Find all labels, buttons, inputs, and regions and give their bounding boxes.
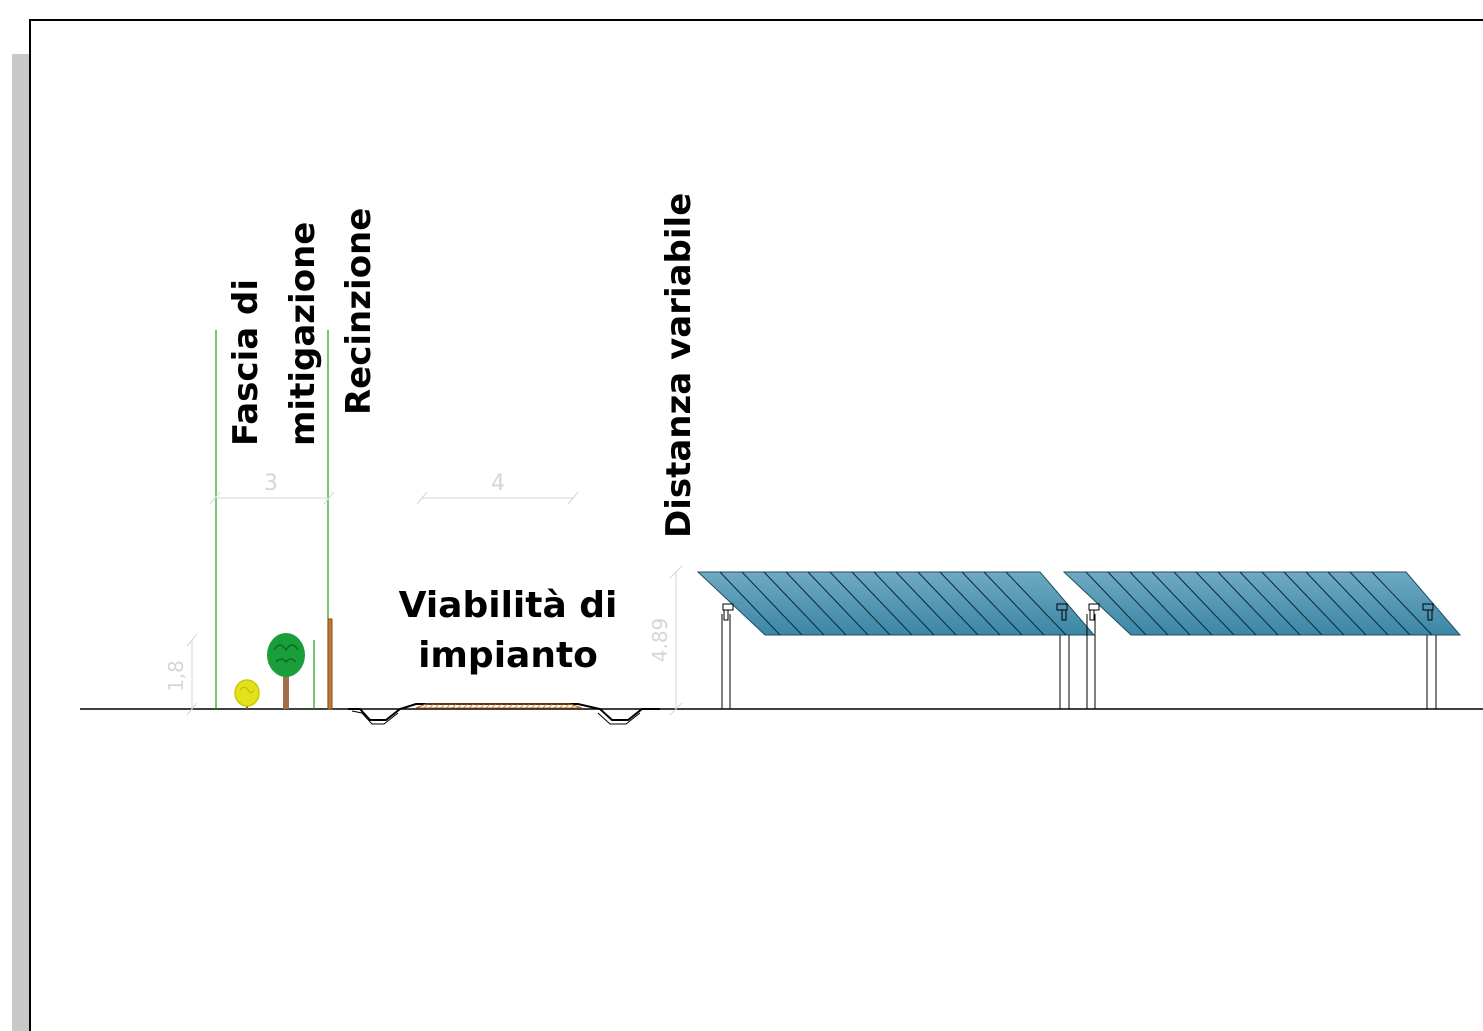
label-viabilita-line2: impianto bbox=[418, 635, 598, 676]
label-distanza-variabile: Distanza variabile bbox=[659, 193, 699, 538]
left-shadow-bar bbox=[12, 54, 30, 1031]
dimension-fascia bbox=[209, 491, 335, 505]
shrub-icon bbox=[234, 679, 260, 709]
solar-panel-2 bbox=[1062, 571, 1462, 709]
road-profile-inner-right bbox=[597, 712, 641, 725]
dimension-fence-height-label: 1,8 bbox=[164, 660, 188, 692]
tree-icon bbox=[267, 633, 305, 709]
dimension-road bbox=[416, 491, 579, 505]
dimension-road-label: 4 bbox=[491, 471, 505, 496]
label-recinzione: Recinzione bbox=[339, 208, 379, 415]
fence-post bbox=[327, 618, 333, 710]
dimension-fence-height bbox=[186, 633, 198, 716]
road-surface bbox=[415, 703, 583, 709]
label-viabilita-line1: Viabilità di bbox=[399, 585, 618, 626]
solar-panel-1 bbox=[696, 571, 1096, 709]
sheet-border bbox=[29, 19, 1483, 1031]
dimension-fascia-label: 3 bbox=[264, 471, 278, 496]
label-fascia-line1: Fascia di bbox=[226, 279, 266, 446]
dimension-panel-height bbox=[669, 565, 683, 716]
label-fascia-line2: mitigazione bbox=[283, 222, 323, 446]
dimension-panel-height-label: 4.89 bbox=[648, 618, 672, 663]
road-profile-inner bbox=[351, 710, 399, 725]
